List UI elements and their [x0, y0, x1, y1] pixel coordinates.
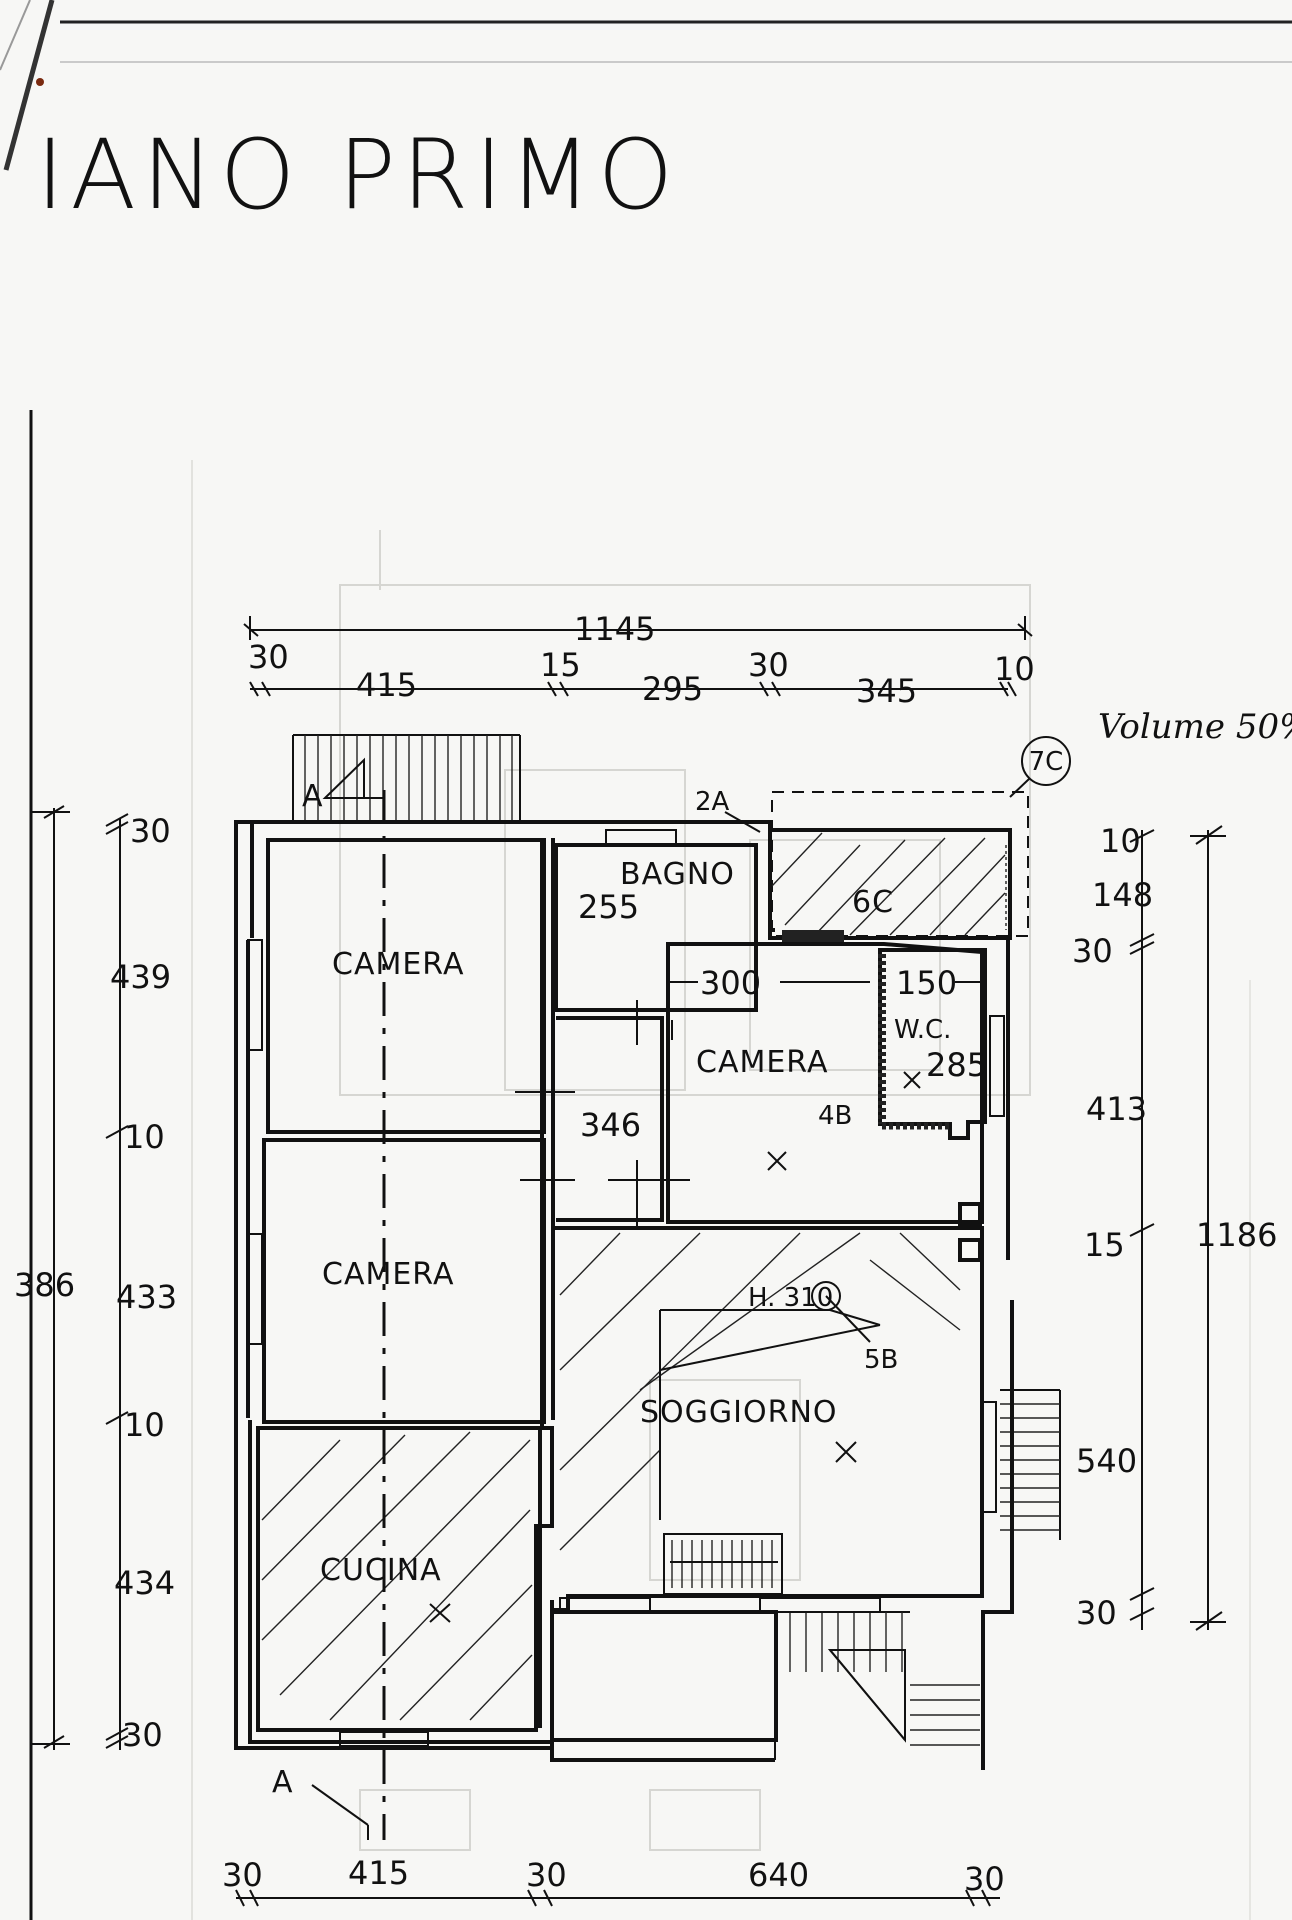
left-dim-10b: 10	[124, 1406, 165, 1444]
bottom-dim-30a: 30	[222, 1856, 263, 1894]
bottom-dim-640: 640	[748, 1856, 809, 1894]
bottom-dim-30c: 30	[964, 1860, 1005, 1898]
section-line-aa	[311, 757, 386, 1840]
loft-outline	[659, 1309, 881, 1520]
top-dim-total: 1145	[574, 610, 655, 648]
right-dim-540: 540	[1076, 1442, 1137, 1480]
left-dim-total: 386	[14, 1266, 75, 1304]
annotation-circle-label: 7C	[1029, 747, 1064, 777]
left-dim-30a: 30	[130, 812, 171, 850]
label-5b: 5B	[864, 1345, 898, 1375]
page-title: IANO PRIMO	[36, 119, 679, 231]
right-dim-lines	[1129, 825, 1226, 1631]
left-dim-lines	[32, 805, 129, 1750]
top-dim-30b: 30	[748, 646, 789, 684]
label-2a: 2A	[695, 787, 730, 817]
room-label-bagno: BAGNO	[620, 857, 735, 892]
hatching	[261, 1232, 961, 1721]
right-dim-total: 1186	[1196, 1216, 1277, 1254]
top-dim-345: 345	[856, 672, 917, 710]
right-dim-10: 10	[1100, 822, 1141, 860]
dim-285: 285	[926, 1046, 987, 1084]
top-dim-415: 415	[356, 666, 417, 704]
right-dim-148: 148	[1092, 876, 1153, 914]
room-label-camera-3: CAMERA	[696, 1045, 828, 1080]
internal-stair	[663, 1533, 783, 1595]
top-dim-15: 15	[540, 646, 581, 684]
left-dim-30b: 30	[122, 1716, 163, 1754]
bottom-dim-30b: 30	[526, 1856, 567, 1894]
left-dim-434: 434	[114, 1564, 175, 1602]
bottom-dim-lines	[235, 1889, 1000, 1907]
top-dim-10: 10	[994, 650, 1035, 688]
left-dim-439: 439	[110, 958, 171, 996]
room-label-camera-2: CAMERA	[322, 1257, 454, 1292]
dim-255: 255	[578, 888, 639, 926]
label-height: H. 310	[748, 1283, 833, 1313]
photo-marks	[429, 811, 921, 1623]
stair-top	[292, 734, 521, 822]
door-marks	[515, 1000, 690, 1230]
room-label-camera-1: CAMERA	[332, 947, 464, 982]
right-dim-30a: 30	[1072, 932, 1113, 970]
volume-annotation: Volume 50%	[1098, 707, 1292, 747]
right-dim-413: 413	[1086, 1090, 1147, 1128]
room-label-wc: W.C.	[894, 1015, 951, 1045]
stair-right	[1000, 1389, 1061, 1540]
wc-hatched-wall	[878, 954, 950, 1130]
annotation-leader	[1009, 778, 1030, 798]
label-6c: 6C	[852, 885, 894, 920]
dim-300: 300	[700, 964, 761, 1002]
room-label-soggiorno: SOGGIORNO	[640, 1395, 838, 1430]
bottom-dim-415: 415	[348, 1854, 409, 1892]
right-dim-15: 15	[1084, 1226, 1125, 1264]
top-dim-lines	[243, 616, 1033, 697]
annotation-circle	[1021, 736, 1071, 786]
stair-bottom	[774, 1611, 980, 1760]
show-through-ghost	[339, 530, 1031, 1851]
top-dim-295: 295	[642, 670, 703, 708]
dim-346: 346	[580, 1106, 641, 1144]
label-4b: 4B	[818, 1101, 852, 1131]
top-dim-30a: 30	[248, 638, 289, 676]
section-mark-bottom: A	[272, 1765, 294, 1800]
right-dim-30b: 30	[1076, 1594, 1117, 1632]
balcony-2a	[768, 791, 1029, 944]
room-label-cucina: CUCINA	[320, 1553, 442, 1588]
section-mark-top: A	[302, 779, 324, 814]
left-dim-10a: 10	[124, 1118, 165, 1156]
dim-150: 150	[896, 964, 957, 1002]
left-dim-433: 433	[116, 1278, 177, 1316]
